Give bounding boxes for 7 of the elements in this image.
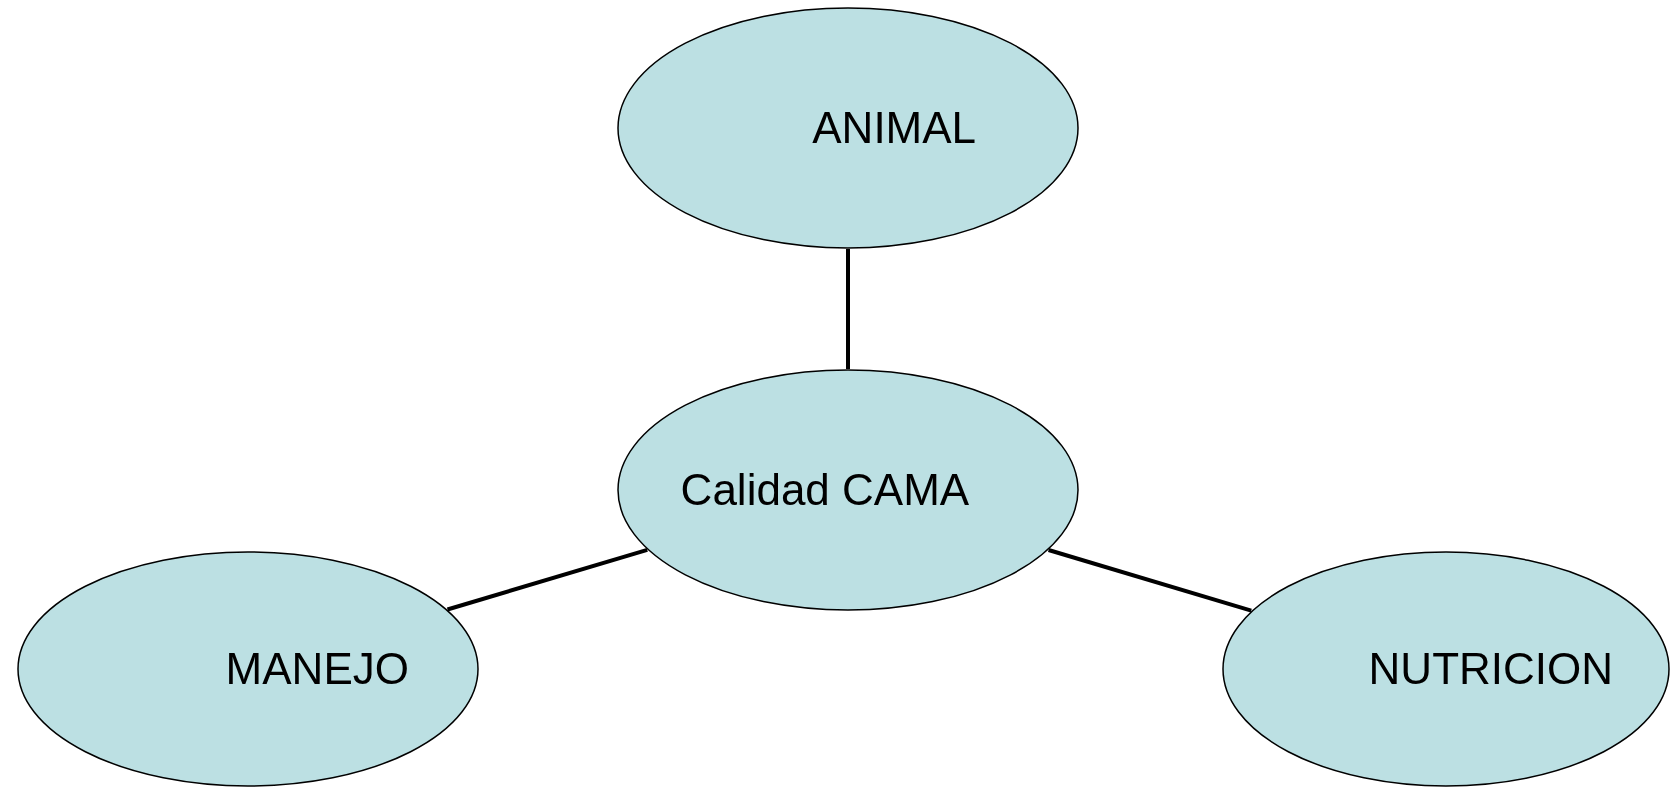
node-label: Calidad CAMA — [680, 465, 970, 515]
connector-line — [446, 547, 648, 612]
connector-line — [1048, 548, 1252, 613]
connector-line — [846, 249, 850, 369]
node-label: NUTRICION — [1368, 644, 1613, 694]
node-label: MANEJO — [225, 644, 409, 694]
node-label: ANIMAL — [812, 103, 977, 153]
